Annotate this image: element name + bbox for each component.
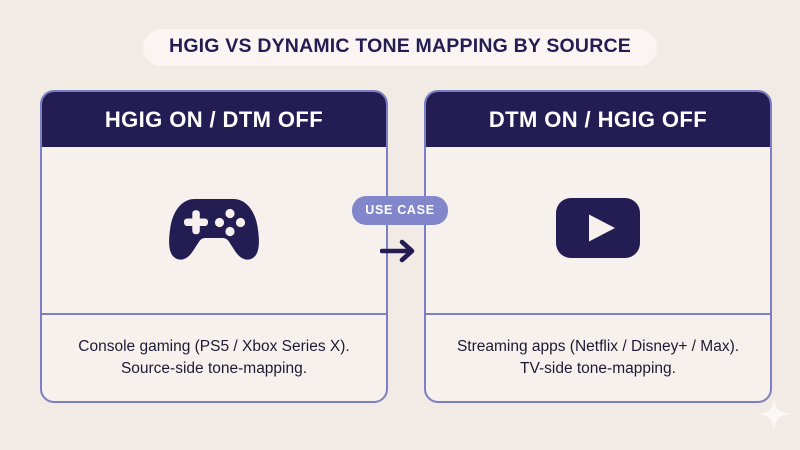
page-title-pill: HGIG vs DYNAMIC TONE MAPPING BY SOURCE	[143, 29, 657, 66]
card-header-label-right: DTM ON / HGIG OFF	[488, 106, 708, 132]
card-icon-area-left	[42, 147, 386, 315]
game-controller-icon	[166, 191, 262, 270]
play-video-icon	[555, 197, 641, 264]
use-case-connector: USE CASE	[300, 196, 500, 264]
card-header-right: DTM ON / HGIG OFF	[426, 92, 770, 147]
card-caption-line-2-right: TV-side tone-mapping.	[520, 360, 676, 377]
card-header-label-left: HGIG ON / DTM OFF	[104, 106, 324, 132]
card-caption-right: Streaming apps (Netflix / Disney+ / Max)…	[426, 315, 770, 401]
arrow-right-icon	[379, 238, 420, 264]
card-caption-line-2-left: Source-side tone-mapping.	[120, 360, 308, 377]
card-caption-line-1-right: Streaming apps (Netflix / Disney+ / Max)…	[456, 337, 740, 355]
card-dtm-on-hgig-off: DTM ON / HGIG OFF Streaming apps (Netfli…	[424, 90, 772, 403]
use-case-badge: USE CASE	[352, 196, 448, 225]
card-caption-left: Console gaming (PS5 / Xbox Series X). So…	[42, 315, 386, 401]
card-caption-line-1-left: Console gaming (PS5 / Xbox Series X).	[78, 337, 350, 355]
card-header-left: HGIG ON / DTM OFF	[42, 92, 386, 147]
use-case-badge-label: USE CASE	[365, 203, 435, 217]
card-icon-area-right	[426, 147, 770, 315]
card-hgig-on-dtm-off: HGIG ON / DTM OFF Console gaming (PS5 / …	[40, 90, 388, 403]
page-title: HGIG vs DYNAMIC TONE MAPPING BY SOURCE	[169, 35, 631, 57]
sparkle-icon	[758, 398, 790, 430]
